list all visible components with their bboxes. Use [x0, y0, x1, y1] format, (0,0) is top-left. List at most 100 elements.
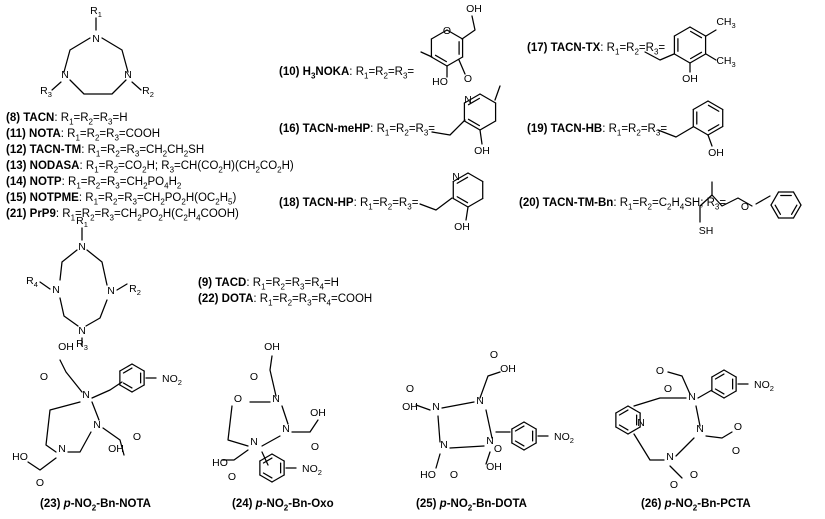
- ring-bond: [692, 100, 709, 111]
- ring-chain: [63, 37, 91, 73]
- bond-chain: [644, 51, 675, 61]
- methyl-bond: [494, 85, 501, 101]
- bond-chain: [291, 419, 319, 433]
- substituent-r1: R1: [76, 215, 88, 229]
- carbonyl-oxygen: O: [40, 371, 48, 383]
- label-20-tacn-tm-bn: (20) TACN-TM-Bn: R1=R2=C2H4SH; R3=: [519, 197, 727, 212]
- hydroxyl: HO: [420, 469, 436, 481]
- formula-17: R1=R2=R3=: [606, 42, 666, 57]
- ring-double-bond: [467, 118, 481, 127]
- formula-13: R1=R2=CO2H; R3=CH(CO2H)(CH2CO2H): [85, 160, 294, 175]
- ring-double-bond: [714, 388, 725, 395]
- nitro-group: NO2: [162, 373, 182, 387]
- ring-bond: [673, 26, 691, 37]
- bond-chain: [657, 126, 694, 138]
- label-11-nota: (11) NOTA: R1=R2=R3=COOH: [6, 128, 161, 143]
- ring-bond: [131, 384, 145, 393]
- label-26: (26) p-NO2-Bn-PCTA: [641, 498, 751, 513]
- nitro-group: NO2: [302, 463, 322, 477]
- carbonyl-oxygen: O: [450, 469, 458, 481]
- formula-15: R1=R2=R3=CH2PO2H(OC2H5): [85, 192, 237, 207]
- bond-chain: [419, 197, 453, 211]
- thiol: SH: [699, 225, 714, 237]
- ether-oxygen: O: [741, 201, 749, 213]
- ring-nitrogen: N: [61, 69, 69, 81]
- ring-bond: [446, 56, 464, 67]
- nitro-group: NO2: [554, 431, 574, 445]
- ring-double-bond: [714, 373, 725, 380]
- bond-chain: [667, 371, 691, 395]
- ring-nitrogen: N: [107, 285, 115, 297]
- bond-chain: [449, 445, 485, 449]
- bond-chain: [461, 15, 476, 40]
- substituent-r3: R3: [40, 85, 52, 99]
- bond-chain: [441, 401, 475, 409]
- hydroxyl: OH: [486, 461, 502, 473]
- carbonyl-oxygen: O: [690, 469, 698, 481]
- ring-oxygen: O: [443, 25, 451, 37]
- bond-chain: [221, 449, 249, 461]
- ring-bond: [430, 56, 448, 67]
- ring-bond: [452, 197, 469, 208]
- bond: [705, 29, 717, 37]
- bond-chain: [431, 119, 466, 136]
- ring-chain: [85, 299, 108, 327]
- ring-bond: [711, 390, 725, 399]
- ring-bond: [792, 191, 802, 206]
- ring-bond: [479, 93, 497, 104]
- label-24: (24) p-NO2-Bn-Oxo: [232, 498, 334, 513]
- ring-bond: [627, 405, 641, 414]
- ring-nitrogen: N: [124, 69, 132, 81]
- bond-chain: [437, 415, 441, 443]
- ring-bond: [707, 125, 724, 136]
- ring-double-bond: [456, 196, 469, 204]
- carbonyl-oxygen: O: [311, 441, 319, 453]
- label-16-tacn-mehp: (16) TACN-meHP: R1=R2=R3=: [279, 123, 436, 138]
- formula-22: R1=R2=R3=R4=COOH: [259, 293, 373, 308]
- label-10-h3noka: (10) H3NOKA: R1=R2=R3=: [279, 66, 415, 81]
- label-15-notpme: (15) NOTPME: R1=R2=R3=CH2PO2H(OC2H5): [6, 192, 237, 207]
- ring-double-bond: [122, 367, 133, 374]
- tacn-tm-bn-structure: SH O: [699, 181, 802, 237]
- bond-chain: [705, 431, 733, 439]
- formula-12: R1=R2=R3=CH2CH2SH: [87, 144, 205, 159]
- ring-bond: [430, 29, 448, 40]
- label-14-notp: (14) NOTP: R1=R2=R3=CH2PO4H2: [6, 176, 182, 191]
- ring-bond: [723, 390, 737, 399]
- ring-chain: [101, 37, 129, 73]
- ring-double-bond: [122, 382, 133, 389]
- bond: [458, 59, 466, 75]
- hydroxyl: OH: [682, 73, 698, 85]
- ring-bond: [259, 453, 273, 462]
- bond-chain: [633, 433, 665, 461]
- carbonyl-oxygen: O: [250, 371, 258, 383]
- ring-bond: [615, 405, 629, 414]
- pyridine-nitrogen: N: [452, 171, 460, 183]
- bond: [116, 283, 128, 291]
- ring-nitrogen: N: [93, 419, 101, 431]
- hydroxyl: OH: [474, 145, 490, 157]
- ring-bond: [511, 442, 525, 451]
- bond-chain: [59, 359, 83, 393]
- ring-bond: [523, 442, 537, 451]
- hydroxyl: HO: [12, 451, 28, 463]
- tacn-hp-structure: NOH: [419, 171, 484, 233]
- ring-nitrogen: N: [440, 439, 448, 451]
- ring-bond: [511, 421, 525, 430]
- ring-double-bond: [707, 104, 720, 112]
- carbonyl-oxygen: O: [228, 471, 236, 483]
- ring-double-bond: [262, 457, 273, 464]
- carbonyl-oxygen: O: [464, 73, 472, 85]
- bond-chain: [227, 405, 249, 447]
- ring-bond: [723, 369, 737, 378]
- label-8-tacn: (8) TACN: R1=R2=R3=H: [6, 112, 128, 127]
- bond-chain: [91, 381, 123, 399]
- ring-bond: [689, 53, 707, 64]
- ring-chain: [59, 249, 78, 281]
- carbonyl-oxygen: O: [490, 349, 498, 361]
- substituent-r3: R3: [76, 338, 88, 352]
- pyridine-nitrogen: N: [637, 417, 645, 429]
- bond-chain: [675, 437, 695, 457]
- carboxylate-oxygen: O: [670, 479, 678, 491]
